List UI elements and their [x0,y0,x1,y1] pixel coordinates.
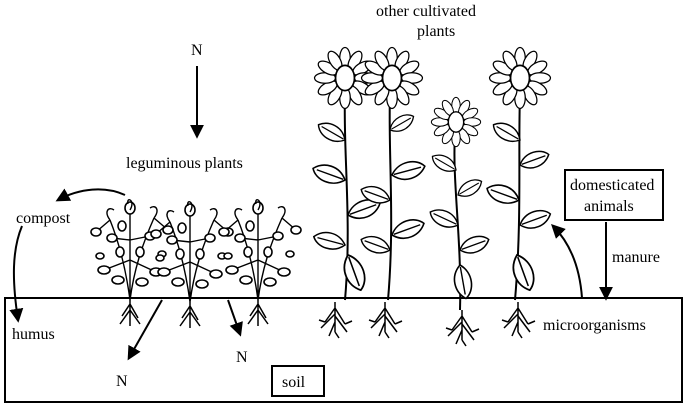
domesticated-label: domesticated [570,177,654,194]
n-bottom-right-label: N [236,349,248,366]
plants-label: plants [417,23,455,40]
arrow-compost-to-humus [9,225,24,323]
other-cultivated-label: other cultivated [376,3,476,20]
manure-label: manure [612,249,660,266]
arrow-n-bottom-left [127,299,163,361]
humus-label: humus [12,326,55,343]
leguminous-plants-label: leguminous plants [126,155,243,172]
soil-label: soil [282,374,306,391]
soil-layer [4,297,683,403]
arrow-n-bottom-right [227,299,243,337]
arrow-to-compost [55,188,126,202]
soil-label-box [271,365,325,397]
domesticated-animals-box [564,169,664,221]
leguminous-plants-illustration [90,198,302,329]
n-bottom-left-label: N [116,373,128,390]
microorganisms-label: microorganisms [543,317,646,334]
compost-label: compost [16,210,71,227]
n-top-label: N [191,42,203,59]
animals-label: animals [584,198,634,215]
sunflowers-illustration [309,46,554,347]
arrow-to-plants [551,224,583,299]
